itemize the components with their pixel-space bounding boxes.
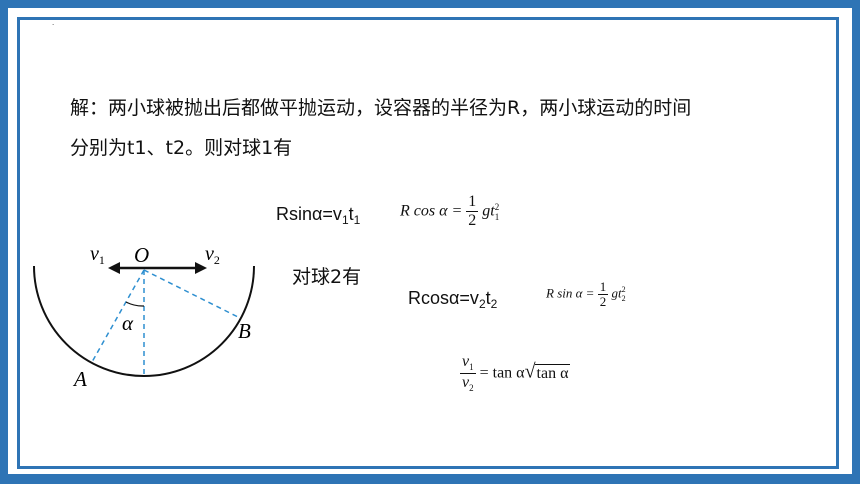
content-panel: [8, 8, 852, 474]
solution-line-2: 分别为t1、t2。则对球1有: [70, 137, 293, 159]
v2-label: v2: [205, 243, 220, 267]
alpha-arc: [125, 301, 145, 307]
bowl-arc: [33, 265, 255, 377]
small-mark: .: [52, 18, 55, 27]
point-O-label: O: [134, 243, 149, 267]
inner-frame: [17, 17, 839, 469]
v1-label: v1: [90, 243, 105, 267]
v1-arrowhead: [108, 262, 120, 274]
ball1-equation: Rsinα=v1t1: [276, 204, 361, 227]
alpha-label: α: [122, 311, 134, 335]
point-B-label: B: [238, 319, 251, 343]
ball2-equation: Rcosα=v2t2: [408, 288, 498, 311]
solution-line-1: 解：两小球被抛出后都做平抛运动，设容器的半径为R，两小球运动的时间: [70, 97, 692, 119]
solution-text: 解：两小球被抛出后都做平抛运动，设容器的半径为R，两小球运动的时间 分别为t1、…: [70, 88, 790, 168]
ball2-label: 对球2有: [292, 266, 362, 288]
dashed-line-to-B: [143, 269, 241, 319]
dashed-line-to-A: [91, 269, 145, 363]
point-A-label: A: [72, 367, 87, 391]
v2-arrowhead: [195, 262, 207, 274]
